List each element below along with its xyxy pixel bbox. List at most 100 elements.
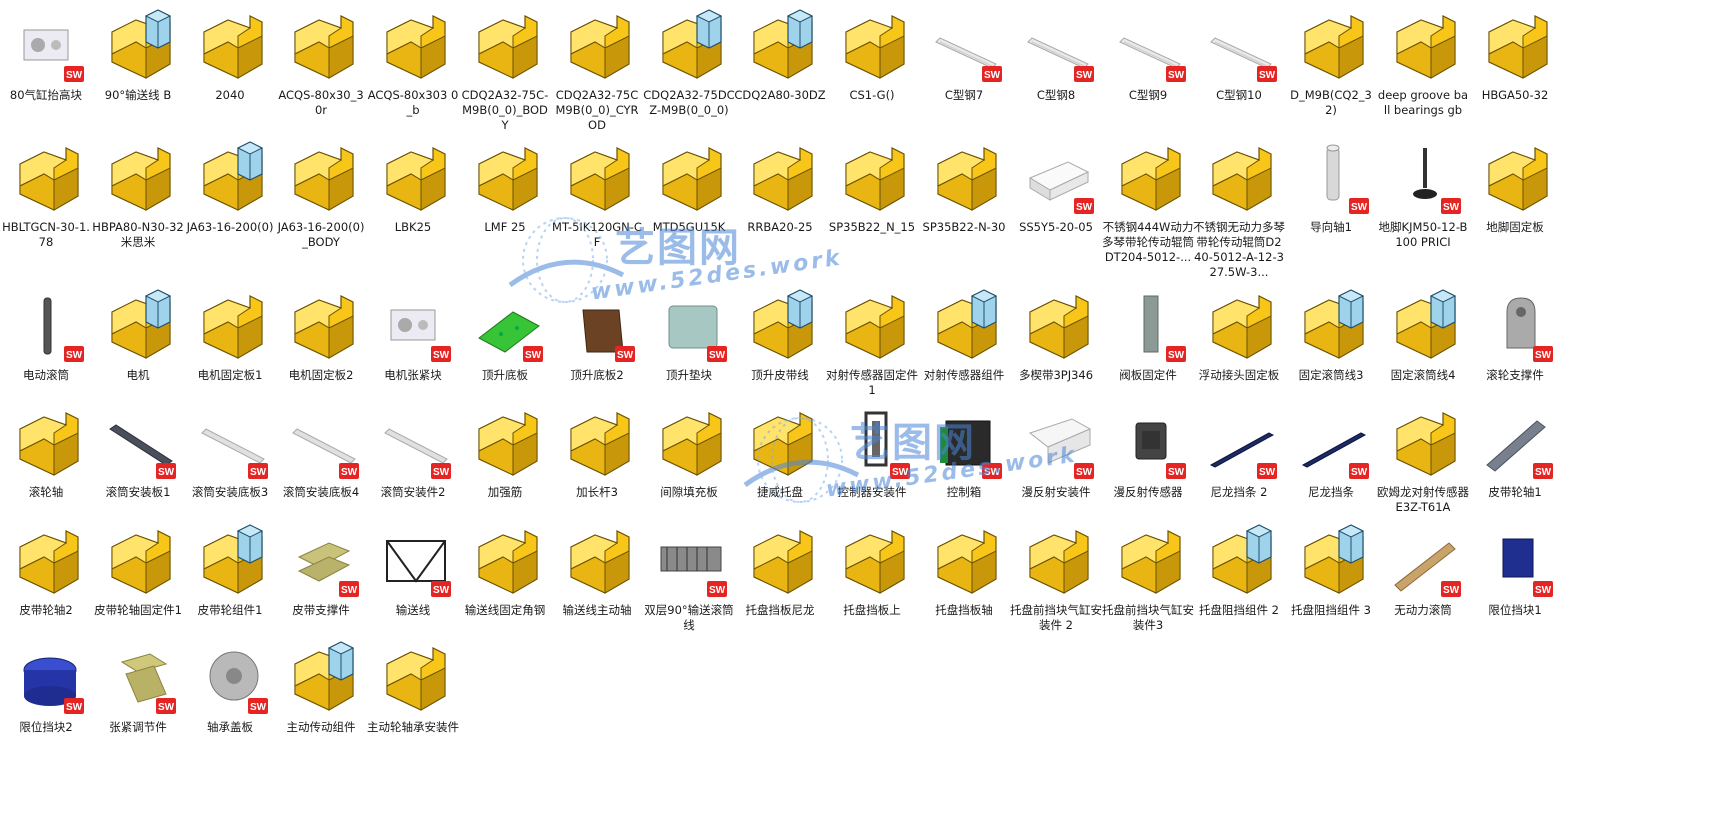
- file-item[interactable]: 地脚固定板: [1469, 132, 1561, 256]
- file-item[interactable]: MT-5IK120GN-CF: [551, 132, 643, 256]
- file-item[interactable]: 捷威托盘: [734, 397, 826, 521]
- file-item[interactable]: 顶升皮带线: [734, 280, 826, 404]
- file-item[interactable]: MTD5GU15K: [643, 132, 735, 256]
- file-item[interactable]: 加强筋: [459, 397, 551, 521]
- file-item[interactable]: 输送线主动轴: [551, 515, 643, 639]
- file-item[interactable]: CDQ2A32-75C-M9B(0_0)_BODY: [459, 0, 551, 132]
- file-item[interactable]: LBK25: [367, 132, 459, 256]
- block-holes-model-icon: SW: [14, 2, 84, 82]
- file-item[interactable]: HBPA80-N30-32米思米: [92, 132, 184, 256]
- file-item[interactable]: 固定滚筒线4: [1377, 280, 1469, 404]
- file-item[interactable]: 欧姆龙对射传感器E3Z-T61A: [1377, 397, 1469, 521]
- file-item[interactable]: HBGA50-32: [1469, 0, 1561, 124]
- file-item[interactable]: 托盘阻挡组件 2: [1193, 515, 1285, 639]
- file-item[interactable]: 皮带轮组件1: [184, 515, 276, 639]
- file-item[interactable]: CDQ2A32-75DCZ-M9B(0_0_0): [643, 0, 735, 124]
- file-item[interactable]: 托盘挡板上: [826, 515, 918, 639]
- file-item[interactable]: D_M9B(CQ2_32): [1285, 0, 1377, 124]
- file-item[interactable]: CS1-G(): [826, 0, 918, 124]
- file-item[interactable]: 对射传感器固定件1: [826, 280, 918, 404]
- file-item[interactable]: LMF 25: [459, 132, 551, 256]
- file-item[interactable]: 托盘前挡块气缸安装件 2: [1010, 515, 1102, 639]
- navy-strip-model-icon: SW: [1299, 399, 1369, 479]
- part-icon: [473, 134, 543, 214]
- file-name-label: 顶升垫块: [666, 368, 712, 382]
- file-name-label: SP35B22_N_15: [828, 220, 916, 234]
- file-item[interactable]: 2040: [184, 0, 276, 124]
- file-item[interactable]: 电机: [92, 280, 184, 404]
- file-item[interactable]: JA63-16-200(0)_BODY: [275, 132, 367, 256]
- file-item[interactable]: HBLTGCN-30-1.78: [0, 132, 92, 256]
- file-name-label: 输送线主动轴: [562, 603, 632, 617]
- file-item[interactable]: 固定滚筒线3: [1285, 280, 1377, 404]
- file-item[interactable]: 浮动接头固定板: [1193, 280, 1285, 404]
- file-item[interactable]: ACQS-80x303 0_b: [367, 0, 459, 124]
- file-item[interactable]: 输送线固定角钢: [459, 515, 551, 639]
- file-item[interactable]: 对射传感器组件: [918, 280, 1010, 404]
- file-item[interactable]: SP35B22_N_15: [826, 132, 918, 256]
- file-item[interactable]: 主动传动组件: [275, 632, 367, 756]
- file-item[interactable]: 托盘阻挡组件 3: [1285, 515, 1377, 639]
- file-item[interactable]: 多楔带3PJ346: [1010, 280, 1102, 404]
- file-item[interactable]: 托盘挡板轴: [918, 515, 1010, 639]
- part-icon: [289, 282, 359, 362]
- file-item[interactable]: 加长杆3: [551, 397, 643, 521]
- file-item[interactable]: 主动轮轴承安装件: [367, 632, 459, 756]
- file-item[interactable]: 间隙填充板: [643, 397, 735, 521]
- file-item[interactable]: 皮带轮轴2: [0, 515, 92, 639]
- file-item[interactable]: 电机固定板2: [275, 280, 367, 404]
- file-item[interactable]: 托盘前挡块气缸安装件3: [1102, 515, 1194, 639]
- file-item[interactable]: deep groove ball bearings gb: [1377, 0, 1469, 124]
- file-item[interactable]: 不锈钢无动力多琴带轮传动辊筒D240-5012-A-12-327.5W-3...: [1193, 132, 1285, 279]
- file-item[interactable]: CDQ2A80-30DZ: [734, 0, 826, 124]
- file-item[interactable]: CDQ2A32-75CM9B(0_0)_CYROD: [551, 0, 643, 132]
- blue-cylinder-model-icon: SW: [14, 634, 84, 714]
- file-item[interactable]: 90°输送线 B: [92, 0, 184, 124]
- file-item[interactable]: ACQS-80x30_30r: [275, 0, 367, 124]
- file-item[interactable]: JA63-16-200(0): [184, 132, 276, 256]
- file-item[interactable]: 托盘挡板尼龙: [734, 515, 826, 639]
- file-item[interactable]: 不锈钢444W动力多琴带轮传动辊筒DT204-5012-...: [1102, 132, 1194, 264]
- file-name-label: SP35B22-N-30: [922, 220, 1006, 234]
- file-item[interactable]: 皮带轮轴固定件1: [92, 515, 184, 639]
- file-item[interactable]: 电机固定板1: [184, 280, 276, 404]
- svg-text:SW: SW: [250, 702, 267, 713]
- file-item[interactable]: 滚轮轴: [0, 397, 92, 521]
- file-item[interactable]: RRBA20-25: [734, 132, 826, 256]
- file-item[interactable]: SP35B22-N-30: [918, 132, 1010, 256]
